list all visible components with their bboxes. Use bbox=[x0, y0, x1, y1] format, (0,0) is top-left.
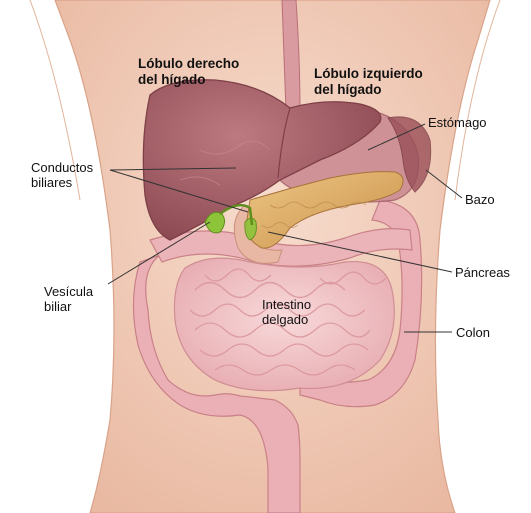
small-intestine-label: Intestino delgado bbox=[262, 297, 311, 327]
gallbladder-label: Vesícula biliar bbox=[44, 284, 93, 314]
right-lobe-label: Lóbulo derecho del hígado bbox=[138, 56, 239, 88]
left-lobe-label: Lóbulo izquierdo del hígado bbox=[314, 66, 423, 98]
bile-ducts-label: Conductos biliares bbox=[31, 160, 93, 190]
colon-label: Colon bbox=[456, 325, 490, 340]
spleen-label: Bazo bbox=[465, 192, 495, 207]
pancreas-label: Páncreas bbox=[455, 265, 510, 280]
stomach-label: Estómago bbox=[428, 115, 487, 130]
